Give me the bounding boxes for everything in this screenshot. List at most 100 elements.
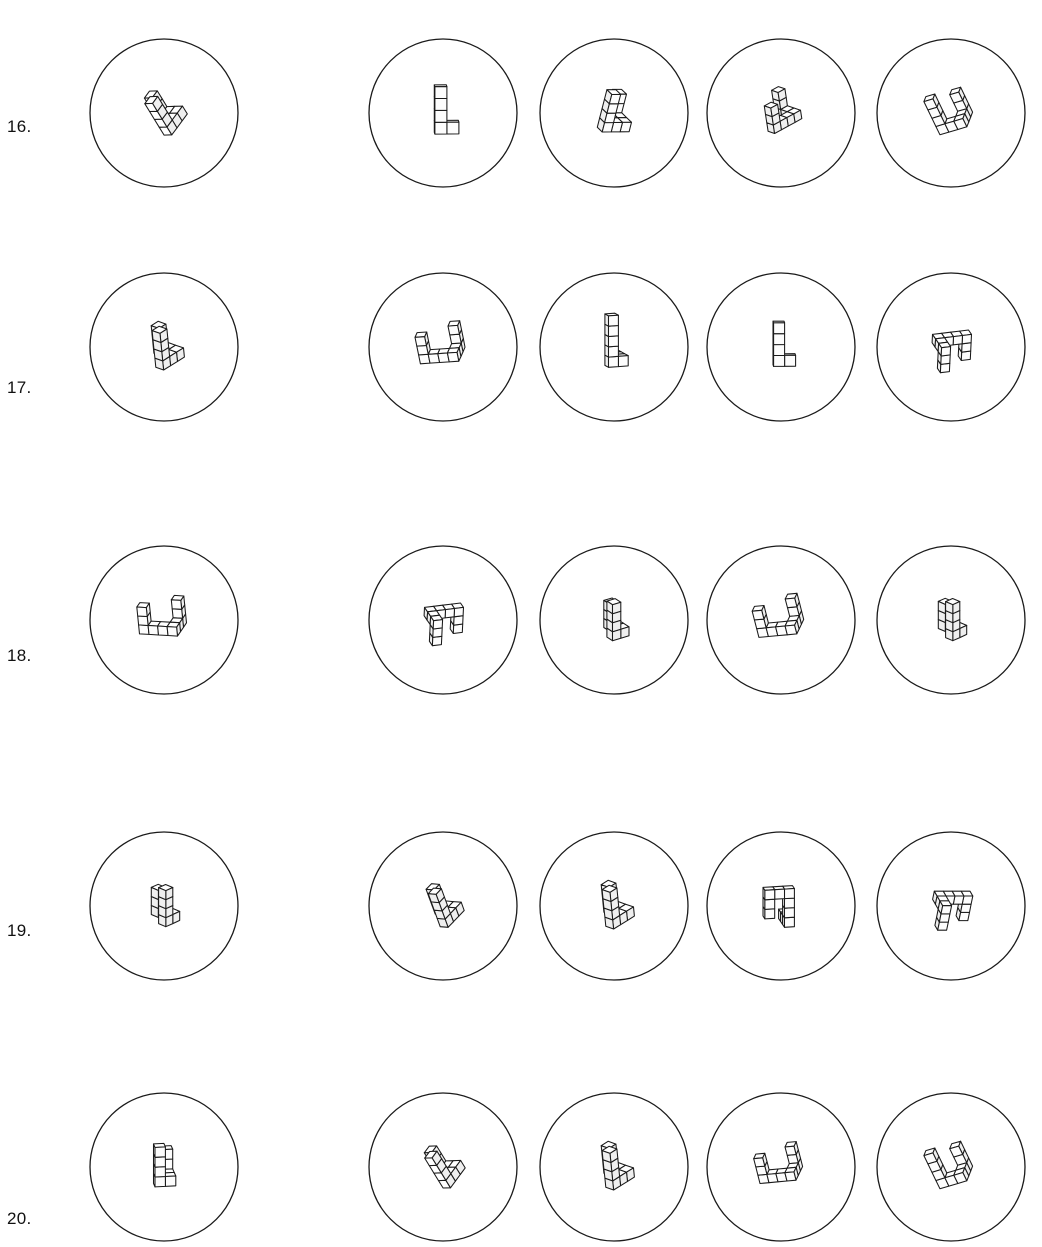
answer-option-circle[interactable] (368, 272, 518, 422)
cube-face (756, 1166, 767, 1175)
figure-canvas (706, 38, 856, 188)
cube-face (165, 1176, 175, 1186)
answer-option-circle[interactable] (876, 545, 1026, 695)
cube-face (613, 602, 621, 614)
cube-face (167, 627, 177, 637)
figure-canvas (89, 545, 239, 695)
answer-option-circle[interactable] (539, 545, 689, 695)
cube-face (785, 1146, 796, 1155)
circle-outline (90, 546, 238, 694)
cube-face (448, 325, 459, 335)
figure-canvas (876, 272, 1026, 422)
answer-option-circle[interactable] (539, 272, 689, 422)
cube-face (139, 625, 149, 635)
cube-face (609, 326, 619, 337)
cube-face (785, 598, 797, 608)
circle-outline (877, 39, 1025, 187)
figure-canvas (368, 831, 518, 981)
cube-face (155, 1167, 165, 1177)
cube-face (138, 616, 148, 626)
cube-face (433, 620, 442, 629)
cube-face (941, 906, 952, 914)
figure-canvas (89, 1092, 239, 1242)
cube-face (754, 1158, 765, 1167)
answer-option-circle[interactable] (876, 272, 1026, 422)
figure-canvas (89, 38, 239, 188)
figure-canvas (876, 831, 1026, 981)
cube-face (155, 1147, 165, 1157)
cube-face (788, 607, 800, 617)
cube-face (137, 607, 147, 617)
answer-option-circle[interactable] (706, 272, 856, 422)
figure-canvas (539, 1092, 689, 1242)
answer-option-circle[interactable] (539, 38, 689, 188)
answer-option-circle[interactable] (368, 545, 518, 695)
cube-face (158, 626, 168, 636)
cube-face (787, 1155, 798, 1164)
problem-row: 19. (0, 826, 1042, 986)
cube-face (445, 609, 454, 618)
answer-option-circle[interactable] (539, 1092, 689, 1242)
cube-face (435, 87, 447, 99)
figure-canvas (876, 545, 1026, 695)
answer-option-circle[interactable] (706, 1092, 856, 1242)
cube-face (602, 123, 613, 133)
answer-option-circle[interactable] (706, 545, 856, 695)
standard-figure-circle (89, 831, 239, 981)
answer-option-circle[interactable] (706, 831, 856, 981)
circle-outline (877, 1093, 1025, 1241)
cube-face (618, 356, 628, 367)
cube-face (609, 336, 619, 347)
cube-face (953, 336, 962, 345)
standard-figure-circle (89, 545, 239, 695)
standard-figure-circle (89, 38, 239, 188)
cube-face (785, 1172, 796, 1181)
cube-face (785, 908, 795, 918)
cube-face (765, 890, 775, 900)
cube-face (752, 610, 764, 620)
cube-face (785, 889, 795, 899)
answer-option-circle[interactable] (368, 1092, 518, 1242)
answer-option-circle[interactable] (876, 831, 1026, 981)
figure-canvas (368, 38, 518, 188)
cube-face (609, 356, 619, 367)
figure-canvas (706, 831, 856, 981)
cube-face (785, 898, 795, 908)
answer-option-circle[interactable] (876, 38, 1026, 188)
figure-canvas (706, 1092, 856, 1242)
cube-face (959, 912, 970, 920)
problem-row: 18. (0, 540, 1042, 700)
cube-face (621, 627, 629, 638)
cube-face (415, 337, 426, 346)
cube-face (450, 334, 461, 344)
cube-face (754, 619, 766, 629)
figure-canvas (539, 545, 689, 695)
cube-face (775, 889, 785, 899)
cube-face (961, 904, 972, 912)
standard-figure-circle (89, 272, 239, 422)
problem-number: 19. (7, 921, 32, 941)
problem-row: 17. (0, 267, 1042, 427)
cube-face (447, 352, 458, 362)
cube-face (962, 334, 971, 343)
standard-figure-circle (89, 1092, 239, 1242)
cube-face (765, 899, 775, 909)
answer-option-circle[interactable] (706, 38, 856, 188)
problem-number: 16. (7, 117, 32, 137)
answer-option-circle[interactable] (876, 1092, 1026, 1242)
answer-option-circle[interactable] (368, 831, 518, 981)
answer-option-circle[interactable] (368, 38, 518, 188)
cube-figure (154, 1143, 176, 1187)
figure-canvas (876, 1092, 1026, 1242)
circle-outline (369, 273, 517, 421)
cube-face (785, 917, 795, 927)
cube-face (172, 609, 182, 619)
problem-number: 18. (7, 646, 32, 666)
cube-face (435, 122, 447, 134)
circle-outline (707, 546, 855, 694)
answer-option-circle[interactable] (539, 831, 689, 981)
cube-face (148, 626, 158, 636)
figure-canvas (368, 545, 518, 695)
cube-face (785, 625, 797, 635)
figure-canvas (706, 272, 856, 422)
